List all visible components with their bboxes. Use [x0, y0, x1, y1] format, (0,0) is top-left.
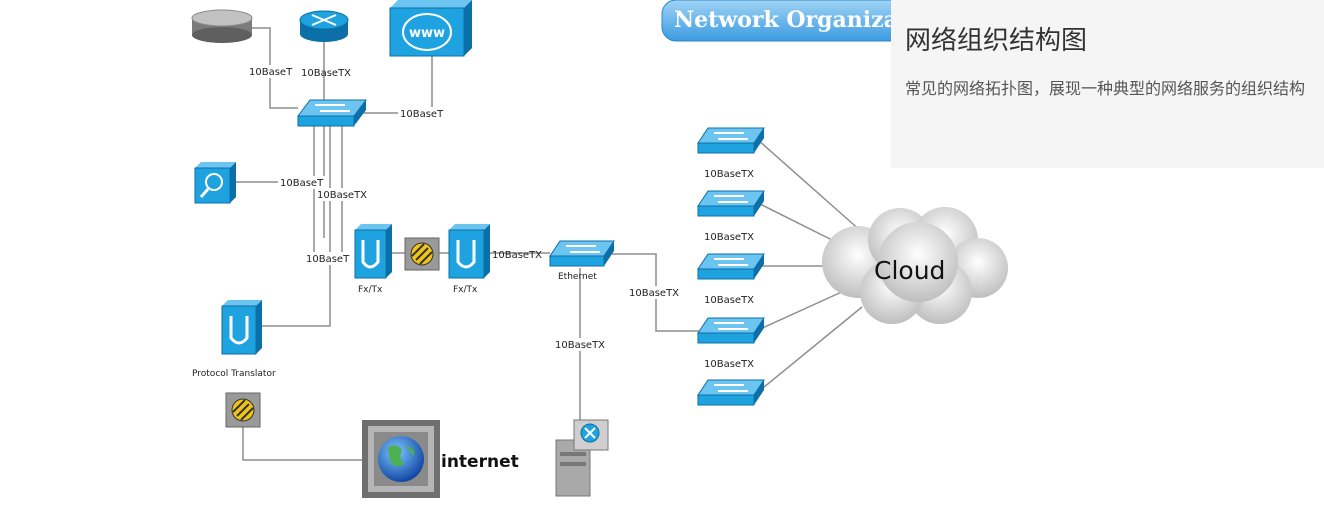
router-icon: [299, 10, 349, 42]
label-server-link: 10BaseTX: [555, 340, 605, 351]
www-server-icon: www: [389, 0, 472, 57]
label-db-link: 10BaseT: [249, 67, 293, 78]
label-switch4: 10BaseTX: [704, 359, 754, 370]
info-panel: 网络组织结构图 常见的网络拓扑图，展现一种典型的网络服务的组织结构: [891, 0, 1324, 168]
label-router-link: 10BaseTX: [301, 68, 351, 79]
label-switch2: 10BaseTX: [704, 232, 754, 243]
server-tower-icon: [555, 419, 609, 497]
label-switch1: 10BaseTX: [704, 169, 754, 180]
fxtx-converter-2-icon: [448, 224, 490, 279]
info-title: 网络组织结构图: [905, 26, 1088, 56]
cloud-icon: [822, 207, 1008, 324]
label-ethernet: Ethernet: [558, 272, 597, 282]
label-trunk-link: 10BaseTX: [317, 190, 367, 201]
label-www-link: 10BaseT: [400, 109, 444, 120]
core-switch-icon: [297, 99, 367, 127]
info-description: 常见的网络拓扑图，展现一种典型的网络服务的组织结构: [905, 79, 1306, 98]
label-switch3: 10BaseTX: [704, 295, 754, 306]
connection-lines: [235, 27, 863, 461]
ethernet-switch-icon: [549, 240, 615, 267]
label-internet: internet: [441, 452, 519, 472]
encryptor-2-icon: [225, 392, 261, 428]
search-server-icon: [194, 162, 236, 204]
switch-1-icon: [697, 127, 765, 154]
label-fxtx-ethernet-link: 10BaseTX: [492, 250, 542, 261]
switch-2-icon: [697, 190, 765, 217]
label-fxtx-2: Fx/Tx: [453, 285, 478, 295]
www-label: www: [409, 26, 445, 41]
label-translator-link: 10BaseT: [306, 254, 350, 265]
encryptor-1-icon: [404, 237, 440, 271]
protocol-translator-icon: [221, 300, 262, 355]
database-icon: [191, 9, 253, 43]
label-fxtx-1: Fx/Tx: [358, 285, 383, 295]
internet-globe-icon: [362, 420, 440, 498]
fxtx-converter-1-icon: [354, 224, 392, 279]
label-ethernet-switch-link: 10BaseTX: [629, 288, 679, 299]
label-cloud: Cloud: [874, 256, 945, 285]
label-protocol-translator: Protocol Translator: [192, 369, 276, 379]
switch-5-icon: [697, 379, 765, 406]
label-search-link: 10BaseT: [280, 178, 324, 189]
link-labels: 10BaseT 10BaseTX 10BaseT 10BaseT 10BaseT…: [247, 65, 754, 370]
switch-4-icon: [697, 317, 765, 344]
switch-3-icon: [697, 253, 765, 280]
